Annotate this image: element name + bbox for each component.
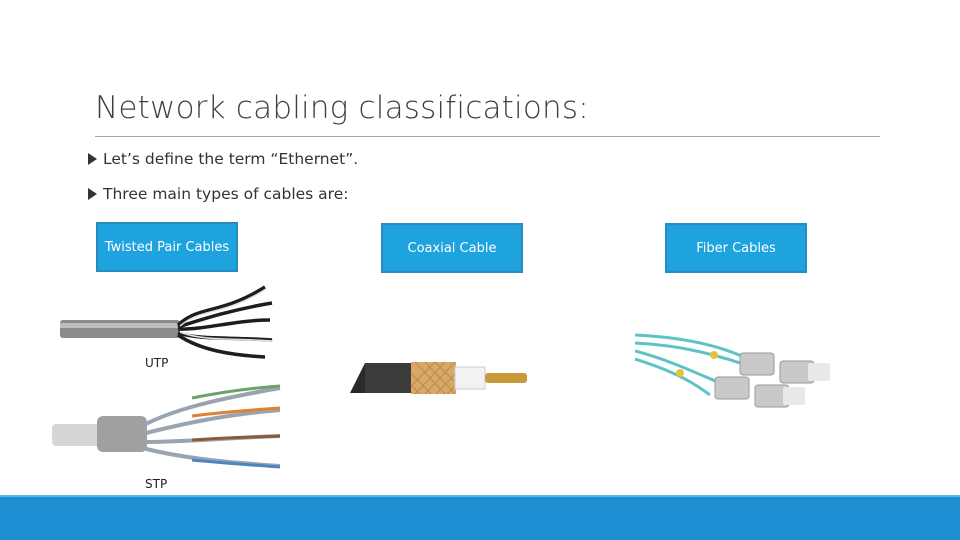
stp-cable-image (52, 384, 281, 469)
slide-title: Network cabling classifications: (95, 90, 589, 126)
fiber-label: Fiber Cables (696, 240, 776, 256)
bullet-text: Let’s define the term “Ethernet”. (103, 150, 359, 168)
coaxial-box: Coaxial Cable (381, 223, 523, 273)
coaxial-label: Coaxial Cable (407, 240, 497, 256)
bullet-ethernet: Let’s define the term “Ethernet”. (88, 150, 358, 168)
bullet-text: Three main types of cables are: (103, 185, 349, 203)
utp-cable-image (60, 285, 274, 359)
arrow-bullet-icon (88, 153, 97, 165)
fiber-box: Fiber Cables (665, 223, 807, 273)
coaxial-cable-image (350, 361, 527, 395)
twisted-pair-label: Twisted Pair Cables (104, 240, 230, 255)
stp-caption: STP (145, 477, 168, 491)
twisted-pair-box: Twisted Pair Cables (96, 222, 238, 272)
utp-caption: UTP (145, 356, 169, 370)
fiber-cable-image (634, 333, 830, 408)
footer-accent-line (0, 495, 960, 497)
arrow-bullet-icon (88, 188, 97, 200)
bullet-cable-types: Three main types of cables are: (88, 185, 348, 203)
footer-bar (0, 497, 960, 540)
title-underline (95, 136, 880, 137)
